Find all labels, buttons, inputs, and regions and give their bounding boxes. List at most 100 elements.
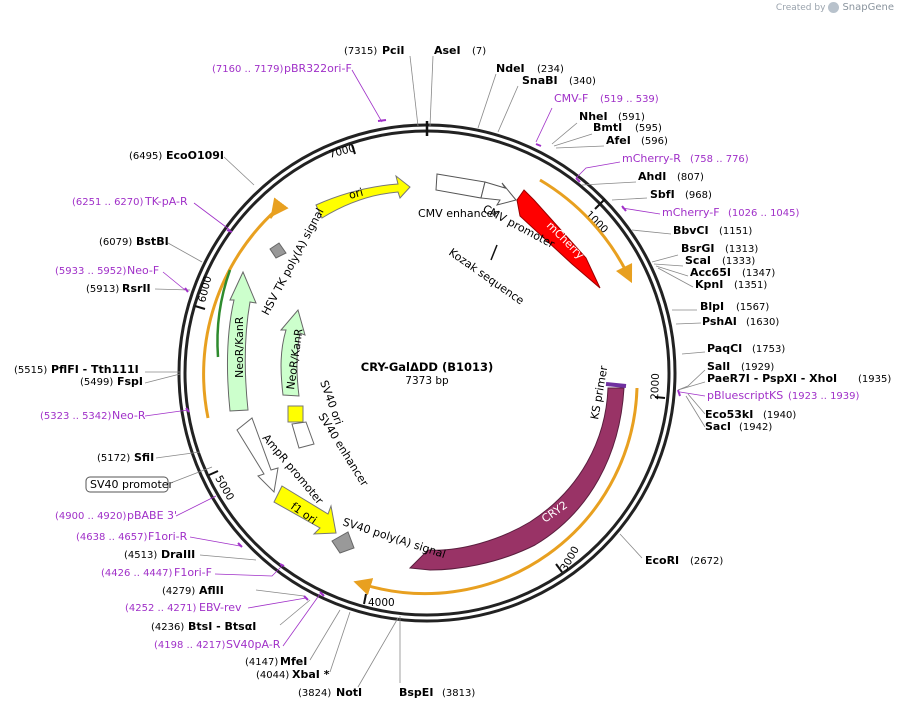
label-pbr322ori-f[interactable]: pBR322ori-F xyxy=(284,62,352,75)
leader-kpni xyxy=(657,267,694,288)
leader-neo-r xyxy=(144,409,189,417)
pos-pcii: (7315) xyxy=(344,46,377,57)
pos-acc65i: (1347) xyxy=(742,268,775,279)
leader-bsrgi xyxy=(651,254,679,263)
label-tk-pa-r[interactable]: TK-pA-R xyxy=(144,195,188,208)
label-noti[interactable]: NotI xyxy=(336,686,362,699)
pos-nhei: (591) xyxy=(618,112,645,123)
pos-sbfi: (968) xyxy=(685,190,712,201)
pos-bstbi: (6079) xyxy=(99,237,132,248)
label-bspei[interactable]: BspEI xyxy=(399,686,433,699)
leader-neo-f xyxy=(162,271,186,291)
label-mfei[interactable]: MfeI xyxy=(280,655,307,668)
plasmid-name: CRY-GalΔDD (B1013) xyxy=(361,360,494,374)
label-bstbi[interactable]: BstBI xyxy=(136,235,169,248)
feature-cmv-enhancer[interactable]: CMV enhancer xyxy=(418,173,498,220)
pos-paqci: (1753) xyxy=(752,344,785,355)
label-sali[interactable]: SalI xyxy=(707,360,730,373)
label-f1ori-f[interactable]: F1ori-F xyxy=(174,566,212,579)
leader-bmti xyxy=(553,133,593,147)
label-ecori[interactable]: EcoRI xyxy=(645,554,679,567)
pos-blpi: (1567) xyxy=(736,302,769,313)
sv40-ori-box xyxy=(287,405,304,423)
feature-neor-kanr-outer[interactable]: NeoR/KanR xyxy=(226,270,257,412)
label-sv40pa-r[interactable]: SV40pA-R xyxy=(226,638,281,651)
pos-bmti: (595) xyxy=(635,123,662,134)
label-blpi[interactable]: BlpI xyxy=(700,300,724,313)
pos-aflii: (4279) xyxy=(162,586,195,597)
feature-hsv-tk-polya[interactable]: HSV TK poly(A) signal xyxy=(259,206,326,317)
label-paqci[interactable]: PaqCI xyxy=(707,342,742,355)
tick-7000 xyxy=(351,144,356,155)
label-ebv-rev[interactable]: EBV-rev xyxy=(199,601,242,614)
label-mcherry-r[interactable]: mCherry-R xyxy=(622,152,681,165)
leader-xbai xyxy=(329,611,351,673)
feature-cry2[interactable]: CRY2 xyxy=(408,387,625,571)
label-cmv-f[interactable]: CMV-F xyxy=(554,92,588,105)
pos-neo-f: (5933 .. 5952) xyxy=(55,266,127,277)
leader-asei xyxy=(429,55,434,127)
neor-kanr-outer-label: NeoR/KanR xyxy=(233,316,246,378)
feature-kozak[interactable]: Kozak sequence xyxy=(446,244,527,308)
leader-paqci xyxy=(681,351,706,355)
sv40-enhancer-box xyxy=(291,421,315,449)
kozak-mark xyxy=(490,244,498,261)
leader-acc65i xyxy=(655,265,689,277)
label-pcii[interactable]: PciI xyxy=(382,44,404,57)
neo-f-mark xyxy=(184,287,189,293)
label-sbfi[interactable]: SbfI xyxy=(650,188,675,201)
label-fspi[interactable]: FspI xyxy=(117,375,143,388)
label-pbabe3[interactable]: pBABE 3' xyxy=(127,509,177,522)
label-bbvci[interactable]: BbvCI xyxy=(673,224,709,237)
feature-sv40-polya[interactable]: SV40 poly(A) signal xyxy=(331,515,447,561)
leader-ecoo109i xyxy=(223,156,255,186)
pos-snabi: (340) xyxy=(569,76,596,87)
label-afei[interactable]: AfeI xyxy=(606,134,631,147)
label-btsi[interactable]: BtsI - BtsαI xyxy=(188,620,256,633)
leader-snabi xyxy=(497,85,519,133)
pos-pbr322ori-f: (7160 .. 7179) xyxy=(212,64,284,75)
label-ecoo109i[interactable]: EcoO109I xyxy=(166,149,224,162)
label-draiii[interactable]: DraIII xyxy=(161,548,195,561)
label-scai[interactable]: ScaI xyxy=(685,254,711,267)
label-f1ori-r[interactable]: F1ori-R xyxy=(148,530,188,543)
label-neo-r[interactable]: Neo-R xyxy=(112,409,146,422)
label-ahdi[interactable]: AhdI xyxy=(638,170,666,183)
label-saci[interactable]: SacI xyxy=(705,420,731,433)
pos-ebv-rev: (4252 .. 4271) xyxy=(125,603,197,614)
label-sfii[interactable]: SfiI xyxy=(134,451,154,464)
label-pshai[interactable]: PshAI xyxy=(702,315,737,328)
label-rsrii[interactable]: RsrII xyxy=(122,282,151,295)
label-eco53ki[interactable]: Eco53kI xyxy=(705,408,753,421)
feature-sv40-promoter[interactable]: SV40 promoter xyxy=(85,466,213,493)
label-bmti[interactable]: BmtI xyxy=(593,121,622,134)
feature-ori[interactable]: ori xyxy=(315,174,411,219)
label-pbluescriptks[interactable]: pBluescriptKS xyxy=(707,389,783,402)
pos-bbvci: (1151) xyxy=(719,226,752,237)
cry2-arrow xyxy=(408,387,625,571)
label-xbai[interactable]: XbaI * xyxy=(292,668,330,681)
label-neo-f[interactable]: Neo-F xyxy=(127,264,159,277)
pos-bspei: (3813) xyxy=(442,688,475,699)
leader-cmv-f xyxy=(535,107,553,143)
label-ndei[interactable]: NdeI xyxy=(496,62,525,75)
label-acc65i[interactable]: Acc65I xyxy=(690,266,731,279)
mcherry-f-mark xyxy=(621,205,627,212)
label-xhoi[interactable]: PaeR7I - PspXI - XhoI xyxy=(707,372,837,385)
label-bsrgi[interactable]: BsrGI xyxy=(681,242,714,255)
snapgene-credit: Created by SnapGene xyxy=(776,2,894,13)
neor-kanr-inner-arrow xyxy=(279,308,306,397)
feature-neor-kanr-inner[interactable]: NeoR/KanR xyxy=(279,308,306,397)
label-asei[interactable]: AseI xyxy=(434,44,461,57)
label-nhei[interactable]: NheI xyxy=(579,110,608,123)
cmv-enhancer-label: CMV enhancer xyxy=(418,207,498,220)
pos-f1ori-r: (4638 .. 4657) xyxy=(76,532,148,543)
pos-btsi: (4236) xyxy=(151,622,184,633)
label-kpni[interactable]: KpnI xyxy=(695,278,723,291)
pos-rsrii: (5913) xyxy=(86,284,119,295)
label-snabi[interactable]: SnaBI xyxy=(522,74,558,87)
label-mcherry-f[interactable]: mCherry-F xyxy=(662,206,720,219)
label-pflfi[interactable]: PflFI - Tth111I xyxy=(51,363,139,376)
label-aflii[interactable]: AflII xyxy=(199,584,224,597)
pos-pbabe3: (4900 .. 4920) xyxy=(55,511,127,522)
